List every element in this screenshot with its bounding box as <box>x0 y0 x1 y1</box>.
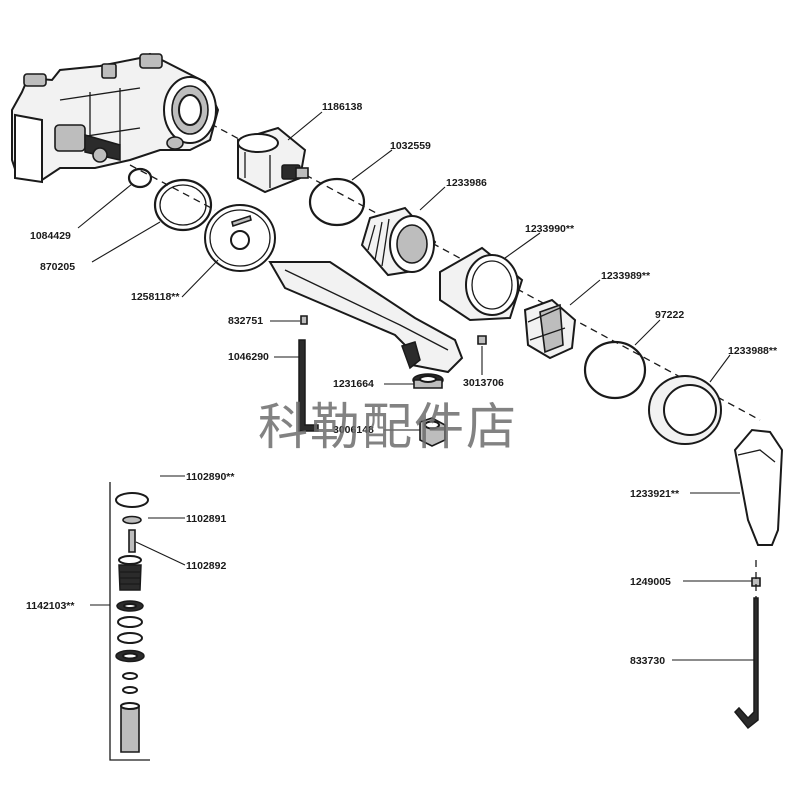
hex-key-drawing <box>298 339 319 432</box>
label-1258118: 1258118** <box>131 291 180 303</box>
retaining-clip-drawing <box>523 298 577 360</box>
label-1102892: 1102892 <box>186 560 226 572</box>
label-1233990: 1233990** <box>525 223 575 235</box>
label-833730: 833730 <box>630 655 665 667</box>
label-832751: 832751 <box>228 315 263 327</box>
long-hex-key-drawing <box>733 597 759 730</box>
small-o-ring-drawing <box>127 167 153 189</box>
label-3013706: 3013706 <box>463 377 504 389</box>
spout-drawing <box>268 261 464 374</box>
label-97222: 97222 <box>655 309 684 321</box>
drain-assembly-drawing <box>109 482 150 761</box>
label-1102891: 1102891 <box>186 513 226 525</box>
thin-o-ring-drawing <box>583 340 647 400</box>
label-1102890: 1102890** <box>186 471 235 483</box>
label-1231664: 1231664 <box>333 378 374 390</box>
label-1233921: 1233921** <box>630 488 680 500</box>
label-1046290: 1046290 <box>228 351 269 363</box>
threaded-sleeve-drawing <box>360 206 437 277</box>
escutcheon-plate-drawing <box>204 204 276 272</box>
handle-set-screw-drawing <box>751 577 761 587</box>
label-1233988: 1233988** <box>728 345 778 357</box>
valve-body-drawing <box>11 52 220 184</box>
label-1233986: 1233986 <box>446 177 487 189</box>
label-3006148: 3006148 <box>333 424 374 436</box>
label-1186138: 1186138 <box>322 101 362 113</box>
label-1233989: 1233989** <box>601 270 651 282</box>
aerator-key-drawing <box>419 417 446 447</box>
label-1032559: 1032559 <box>390 140 431 152</box>
lever-handle-drawing <box>733 428 784 546</box>
cartridge-drawing <box>237 126 309 194</box>
label-1084429: 1084429 <box>30 230 71 242</box>
large-seal-ring-drawing <box>153 178 213 232</box>
label-1142103: 1142103** <box>26 600 75 612</box>
set-screw-drawing <box>300 315 308 325</box>
aerator-drawing <box>412 373 444 389</box>
label-870205: 870205 <box>40 261 75 273</box>
outer-sleeve-drawing <box>439 246 524 322</box>
shop-watermark: 科勒配件店 <box>258 398 518 456</box>
seal-ring-drawing <box>308 177 366 227</box>
aerator-screw-drawing <box>477 335 487 345</box>
label-1249005: 1249005 <box>630 576 671 588</box>
bezel-ring-drawing <box>648 375 722 445</box>
